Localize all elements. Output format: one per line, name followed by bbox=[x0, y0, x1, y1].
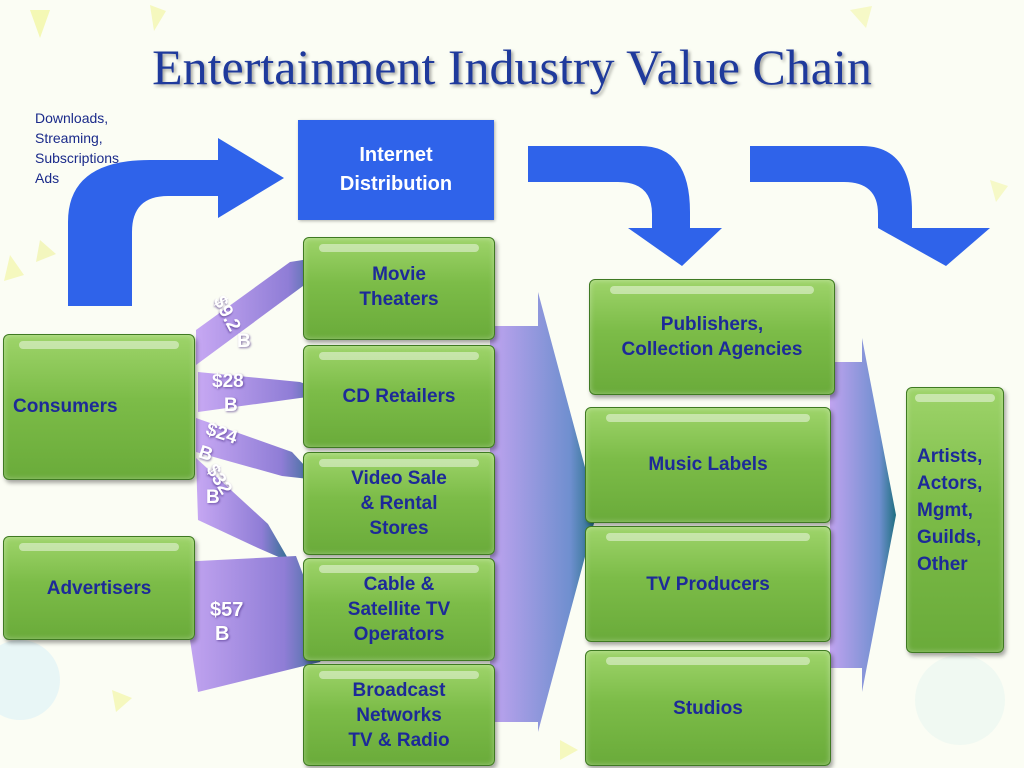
money-arrow-cable bbox=[196, 458, 290, 562]
internet-revenue-note: Downloads, Streaming, Subscriptions Ads bbox=[35, 110, 120, 186]
flow-arrow-to-producers bbox=[490, 292, 597, 732]
internet-down-arrow-2 bbox=[750, 146, 990, 266]
cd-retailers-box: CD Retailers bbox=[303, 345, 495, 448]
advertisers-box: Advertisers bbox=[3, 536, 195, 640]
money-arrow-video bbox=[196, 418, 318, 480]
flow-arrow-to-talent bbox=[830, 338, 896, 692]
tv-producers-box: TV Producers bbox=[585, 526, 831, 642]
internet-up-arrow bbox=[68, 138, 284, 306]
consumers-box: Consumers bbox=[3, 334, 195, 480]
flow-label-ads: $57 B bbox=[210, 599, 244, 645]
page-title: Entertainment Industry Value Chain bbox=[152, 39, 872, 95]
flow-label-movie-unit: B bbox=[237, 331, 251, 352]
money-arrow-ads bbox=[178, 556, 330, 692]
flow-label-cable-unit: B bbox=[206, 487, 220, 508]
talent-box: Artists, Actors, Mgmt, Guilds, Other bbox=[906, 387, 1004, 653]
flow-label-cd: $28 B bbox=[212, 371, 244, 416]
music-labels-box: Music Labels bbox=[585, 407, 831, 523]
internet-distribution-box: Internet Distribution bbox=[298, 120, 494, 220]
internet-down-arrow-1 bbox=[528, 146, 722, 266]
money-arrow-movie bbox=[196, 256, 328, 365]
money-arrow-cd bbox=[198, 372, 332, 412]
publishers-box: Publishers,Collection Agencies bbox=[589, 279, 835, 395]
studios-box: Studios bbox=[585, 650, 831, 766]
